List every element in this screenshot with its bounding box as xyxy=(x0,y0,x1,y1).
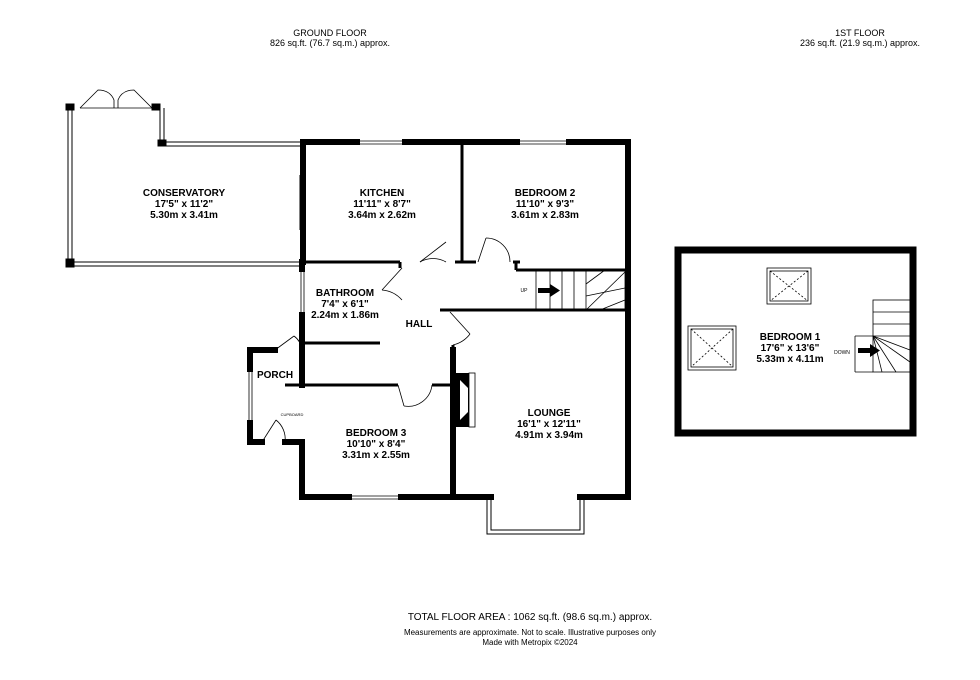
staircase-first xyxy=(854,299,911,373)
ground-floor-title: GROUND FLOOR xyxy=(293,28,367,38)
conservatory-name: CONSERVATORY xyxy=(143,188,226,199)
bedroom3-imperial: 10'10" x 8'4" xyxy=(347,439,406,450)
first-floor-header: 1ST FLOOR 236 sq.ft. (21.9 sq.m.) approx… xyxy=(760,28,960,48)
conservatory-imperial: 17'5" x 11'2" xyxy=(155,199,213,210)
total-floor-area: TOTAL FLOOR AREA : 1062 sq.ft. (98.6 sq.… xyxy=(407,612,653,623)
kitchen-imperial: 11'11" x 8'7" xyxy=(353,199,411,210)
bedroom1-name: BEDROOM 1 xyxy=(760,332,821,343)
bedroom2-name: BEDROOM 2 xyxy=(515,188,576,199)
first-floor-plan xyxy=(674,246,917,437)
porch-name: PORCH xyxy=(257,370,293,381)
fireplace xyxy=(453,372,476,428)
conservatory xyxy=(65,89,300,268)
doors xyxy=(261,175,511,443)
lounge-metric: 4.91m x 3.94m xyxy=(515,430,583,441)
skylight xyxy=(687,325,737,371)
kitchen-metric: 3.64m x 2.62m xyxy=(348,210,416,221)
kitchen-name: KITCHEN xyxy=(360,188,404,199)
bedroom3-name: BEDROOM 3 xyxy=(346,428,407,439)
first-floor-area: 236 sq.ft. (21.9 sq.m.) approx. xyxy=(799,38,921,48)
hall-name: HALL xyxy=(406,319,433,330)
skylight xyxy=(766,267,812,305)
bathroom-name: BATHROOM xyxy=(316,288,374,299)
bedroom3-metric: 3.31m x 2.55m xyxy=(342,450,410,461)
conservatory-metric: 5.30m x 3.41m xyxy=(150,210,218,221)
cupboard-label: CUPBOARD xyxy=(281,412,304,417)
lounge-name: LOUNGE xyxy=(528,408,571,419)
internal-walls xyxy=(285,145,628,497)
ground-floor-area: 826 sq.ft. (76.7 sq.m.) approx. xyxy=(269,38,391,48)
room-labels: CONSERVATORY 17'5" x 11'2" 5.30m x 3.41m… xyxy=(143,188,850,461)
up-arrow-icon xyxy=(538,284,560,297)
bedroom2-imperial: 11'10" x 9'3" xyxy=(516,199,574,210)
down-label: DOWN xyxy=(834,350,850,356)
bathroom-metric: 2.24m x 1.86m xyxy=(311,310,379,321)
windows xyxy=(247,139,585,535)
ground-floor-header: GROUND FLOOR 826 sq.ft. (76.7 sq.m.) app… xyxy=(230,28,430,48)
lounge-imperial: 16'1" x 12'11" xyxy=(517,419,581,430)
bedroom1-imperial: 17'6" x 13'6" xyxy=(761,343,820,354)
credit: Made with Metropix ©2024 xyxy=(482,638,578,647)
bedroom2-metric: 3.61m x 2.83m xyxy=(511,210,579,221)
up-label: UP xyxy=(521,288,529,294)
down-arrow-icon xyxy=(858,344,880,357)
first-floor-title: 1ST FLOOR xyxy=(835,28,885,38)
disclaimer-note: Measurements are approximate. Not to sca… xyxy=(403,628,657,637)
bedroom1-metric: 5.33m x 4.11m xyxy=(756,354,823,365)
bathroom-imperial: 7'4" x 6'1" xyxy=(321,299,369,310)
